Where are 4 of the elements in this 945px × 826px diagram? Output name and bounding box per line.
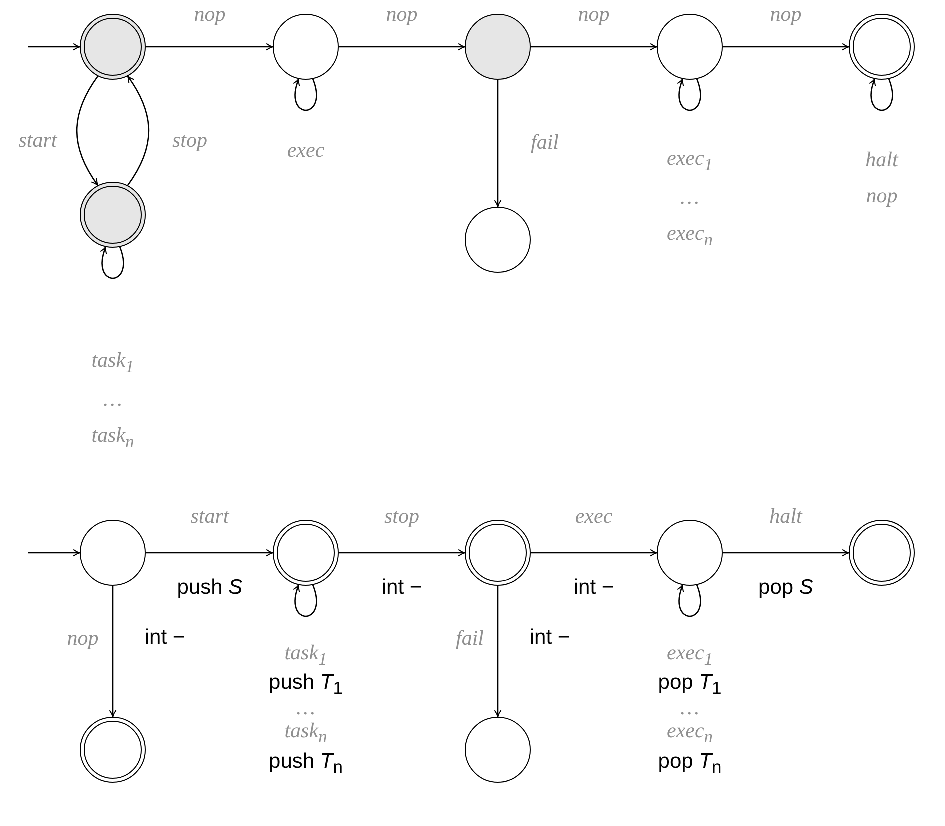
action-label: pop S [756, 576, 816, 600]
edge-label: task$_{1}$ … task$_{n}$ [90, 347, 136, 454]
edge-label: exec$_{1}$ … exec$_{n}$ [666, 145, 714, 252]
edge-label: halt nop [864, 146, 900, 209]
